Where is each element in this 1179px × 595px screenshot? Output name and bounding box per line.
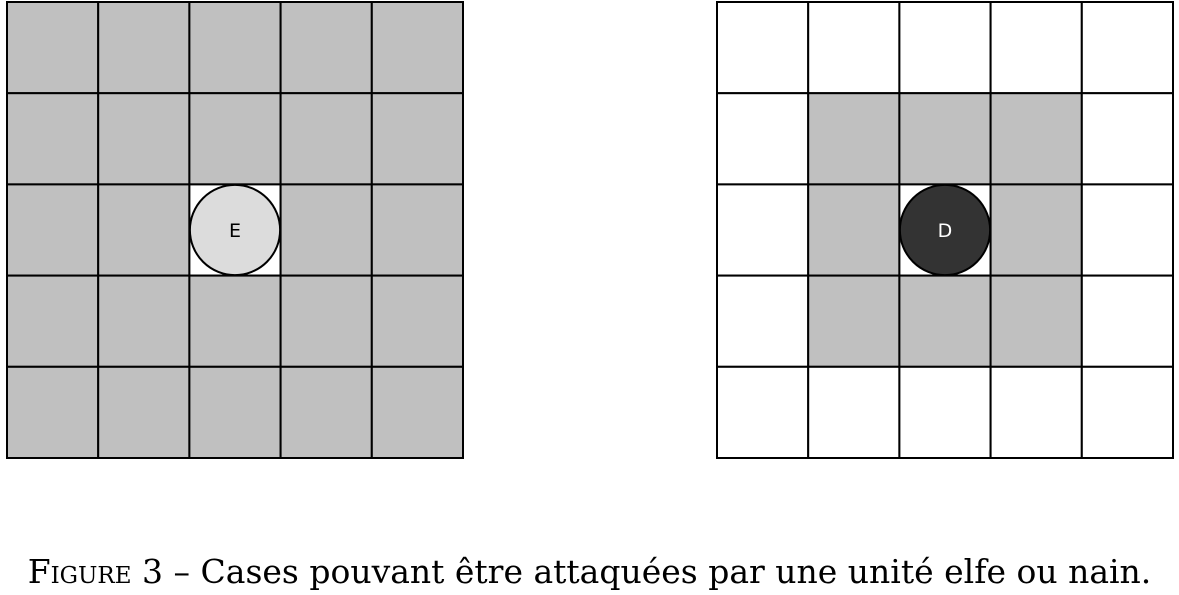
grid-cell [989,365,1083,459]
attackable-cell [279,274,373,368]
dwarf-unit-token [898,183,992,277]
attackable-cell [188,365,282,459]
attackable-cell [279,92,373,186]
elf-attack-grid: E [6,1,464,459]
attackable-cell [370,274,464,368]
elf-grid-svg: E [6,1,464,459]
figure-caption: Figure 3 – Cases pouvant être attaquées … [0,552,1179,592]
attackable-cell [188,274,282,368]
grid-cell [898,1,992,95]
attackable-cell [370,183,464,277]
attackable-cell [6,183,100,277]
attackable-cell [97,1,191,95]
attackable-cell [279,365,373,459]
attackable-cell [97,274,191,368]
attackable-cell [898,92,992,186]
attackable-cell [6,365,100,459]
grid-cell [898,365,992,459]
elf-unit-label: E [229,220,241,242]
elf-unit-token [188,183,282,277]
dwarf-grid-svg: D [716,1,1174,459]
attackable-cell [188,1,282,95]
caption-text: Cases pouvant être attaquées par une uni… [200,552,1152,591]
attackable-cell [370,92,464,186]
grid-cell [716,365,810,459]
grid-cell [1080,92,1174,186]
attackable-cell [989,274,1083,368]
attackable-cell [898,274,992,368]
attackable-cell [370,1,464,95]
caption-label: Figure 3 [27,552,164,591]
attackable-cell [6,92,100,186]
grid-cell [1080,365,1174,459]
attackable-cell [989,92,1083,186]
grid-cell [1080,274,1174,368]
attackable-cell [97,92,191,186]
caption-separator: – [163,552,201,591]
grid-cell [716,183,810,277]
attackable-cell [807,92,901,186]
grid-cell [807,365,901,459]
grid-cell [1080,1,1174,95]
grid-cell [716,274,810,368]
grid-cell [807,1,901,95]
dwarf-attack-grid: D [716,1,1174,459]
attackable-cell [6,1,100,95]
grid-cell [716,1,810,95]
dwarf-unit-label: D [938,220,953,242]
attackable-cell [370,365,464,459]
attackable-cell [989,183,1083,277]
attackable-cell [6,274,100,368]
attackable-cell [279,1,373,95]
attackable-cell [279,183,373,277]
attackable-cell [97,365,191,459]
attackable-cell [807,274,901,368]
attackable-cell [807,183,901,277]
grid-cell [716,92,810,186]
grid-cell [1080,183,1174,277]
attackable-cell [97,183,191,277]
attackable-cell [188,92,282,186]
grid-cell [989,1,1083,95]
